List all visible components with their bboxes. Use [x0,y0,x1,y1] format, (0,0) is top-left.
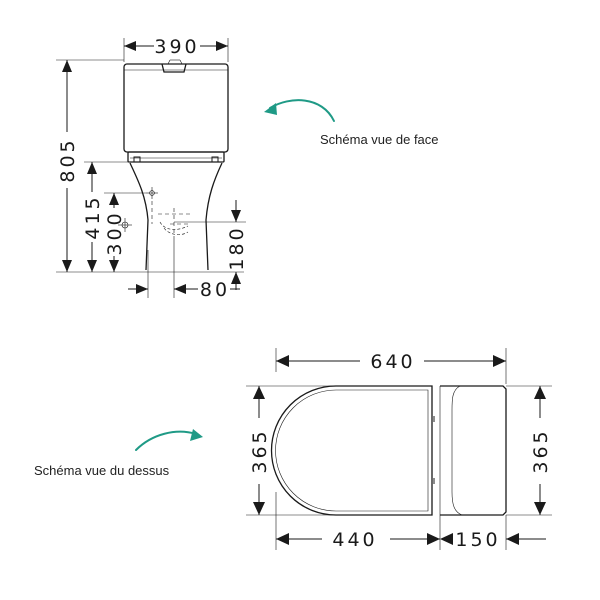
top-view: 640 365 365 440 [34,348,552,551]
dim-height-outlet: 300 [104,193,126,272]
top-view-extension-lines [246,348,552,550]
dim-label-300: 300 [104,210,126,255]
top-view-caption-arrow [135,429,203,451]
dim-width-left: 365 [249,386,271,515]
dim-height-total: 805 [57,60,79,272]
dim-width-top: 390 [124,36,228,58]
dim-length-tank: 150 [440,529,546,551]
dim-label-150: 150 [455,529,500,551]
dim-label-390: 390 [154,36,199,58]
dim-label-415: 415 [82,194,104,239]
front-view-caption: Schéma vue de face [320,132,439,147]
dim-offset-drain: 80 [128,279,240,301]
dim-height-drain: 180 [226,200,248,290]
dim-length-total: 640 [276,351,506,373]
dim-label-180: 180 [226,225,248,270]
dim-label-80: 80 [200,279,230,301]
dim-label-440: 440 [332,529,377,551]
front-view-toilet-outline [56,59,244,273]
front-view-extension-lines [56,38,246,298]
dim-label-365-left: 365 [249,428,271,473]
dim-label-805: 805 [57,137,79,182]
dim-length-bowl: 440 [276,529,440,551]
dim-width-right: 365 [530,386,552,515]
top-view-toilet-outline [270,385,507,516]
front-view-caption-arrow [264,99,335,122]
front-view-trap-hidden-lines [118,187,192,240]
top-view-caption: Schéma vue du dessus [34,463,170,478]
dim-height-seat: 415 [82,162,104,272]
front-view: 390 805 415 300 [56,36,439,301]
dim-label-365-right: 365 [530,428,552,473]
dim-label-640: 640 [370,351,415,373]
